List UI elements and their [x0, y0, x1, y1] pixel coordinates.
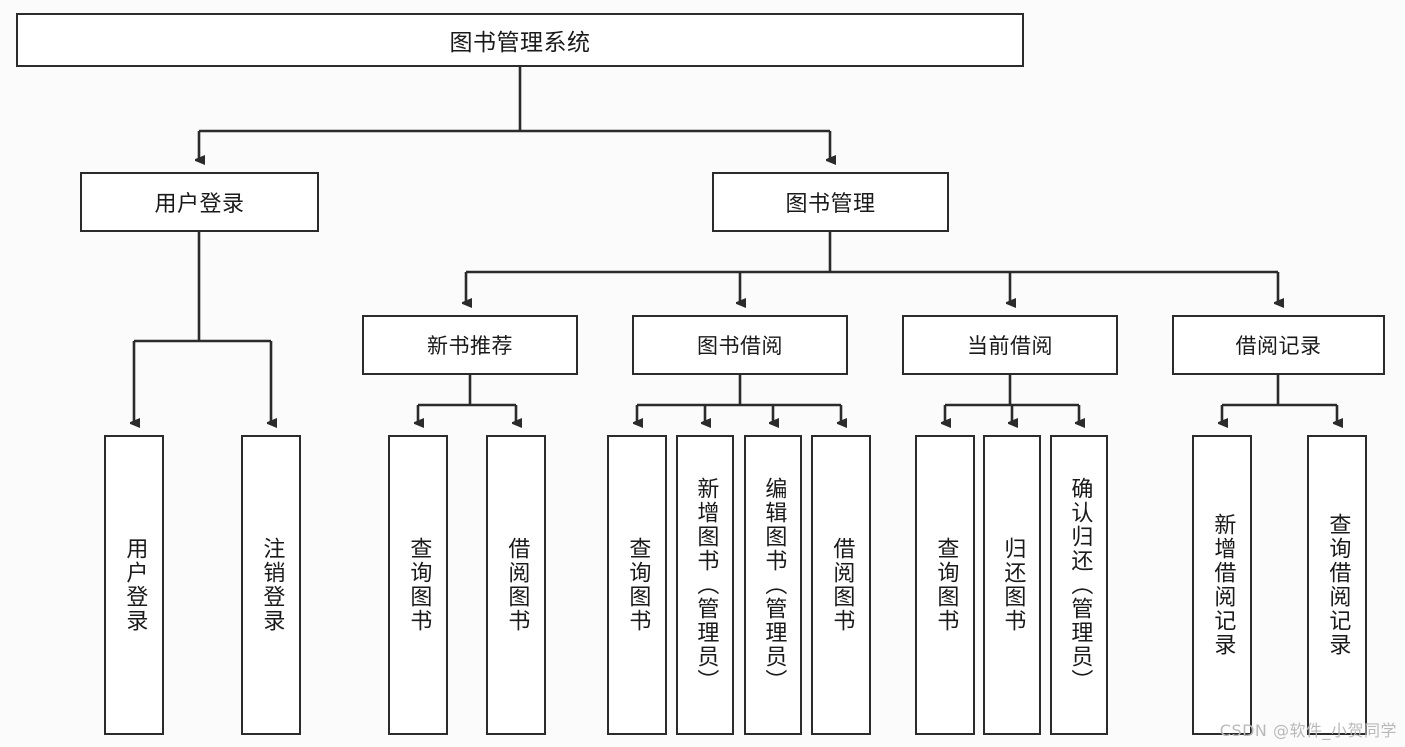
leaf-current-return-book-label: 归还图书: [1000, 537, 1026, 633]
leaf-newbook-borrow-book-label: 借阅图书: [504, 537, 530, 633]
leaf-current-query-book-label: 查询图书: [933, 537, 959, 633]
leaf-borrow-query-book[interactable]: 查询图书: [607, 435, 667, 735]
node-root[interactable]: 图书管理系统: [16, 13, 1024, 67]
leaf-newbook-borrow-book[interactable]: 借阅图书: [486, 435, 546, 735]
node-current-borrow-label: 当前借阅: [967, 334, 1053, 358]
edge-current-to-leaves: [945, 375, 1079, 423]
edge-root-to-level2: [199, 67, 830, 160]
node-new-book-recommend[interactable]: 新书推荐: [362, 315, 578, 375]
leaf-borrow-borrow-book[interactable]: 借阅图书: [811, 435, 871, 735]
node-book-borrow[interactable]: 图书借阅: [632, 315, 848, 375]
leaf-newbook-query-book-label: 查询图书: [406, 537, 432, 633]
node-current-borrow[interactable]: 当前借阅: [902, 315, 1118, 375]
leaf-borrow-query-book-label: 查询图书: [625, 537, 651, 633]
leaf-record-query-record[interactable]: 查询借阅记录: [1307, 435, 1367, 735]
node-borrow-record[interactable]: 借阅记录: [1172, 315, 1385, 375]
leaf-record-add-record-label: 新增借阅记录: [1210, 513, 1236, 657]
leaf-borrow-edit-book-label: 编辑图书（管理员）: [761, 477, 787, 693]
leaf-record-add-record[interactable]: 新增借阅记录: [1192, 435, 1252, 735]
node-borrow-record-label: 借阅记录: [1235, 334, 1322, 358]
leaf-user-logout-label: 注销登录: [259, 537, 285, 633]
leaf-borrow-add-book[interactable]: 新增图书（管理员）: [676, 435, 734, 735]
node-new-book-recommend-label: 新书推荐: [427, 334, 513, 358]
leaf-borrow-edit-book[interactable]: 编辑图书（管理员）: [744, 435, 802, 735]
leaf-user-login[interactable]: 用户登录: [104, 435, 164, 735]
leaf-newbook-query-book[interactable]: 查询图书: [388, 435, 448, 735]
edge-login-to-leaves: [134, 232, 271, 423]
node-book-management-label: 图书管理: [785, 192, 876, 217]
leaf-current-return-book[interactable]: 归还图书: [983, 435, 1041, 735]
edge-borrow-to-leaves: [637, 375, 841, 423]
leaf-current-query-book[interactable]: 查询图书: [915, 435, 975, 735]
node-root-label: 图书管理系统: [449, 30, 591, 56]
leaf-current-confirm-return-label: 确认归还（管理员）: [1067, 477, 1093, 693]
leaf-record-query-record-label: 查询借阅记录: [1325, 513, 1351, 657]
node-book-borrow-label: 图书借阅: [697, 334, 783, 358]
leaf-borrow-borrow-book-label: 借阅图书: [829, 537, 855, 633]
node-user-login[interactable]: 用户登录: [80, 172, 319, 232]
node-book-management[interactable]: 图书管理: [712, 172, 949, 232]
edge-bookmgmt-to-groups: [466, 232, 1278, 303]
edge-newbook-to-leaves: [418, 375, 516, 423]
watermark: CSDN @软件_小贺同学: [1219, 721, 1397, 740]
leaf-current-confirm-return[interactable]: 确认归还（管理员）: [1050, 435, 1108, 735]
leaf-user-logout[interactable]: 注销登录: [241, 435, 301, 735]
edge-record-to-leaves: [1222, 375, 1337, 423]
leaf-borrow-add-book-label: 新增图书（管理员）: [693, 477, 719, 693]
leaf-user-login-label: 用户登录: [122, 537, 148, 633]
node-user-login-label: 用户登录: [154, 192, 245, 217]
